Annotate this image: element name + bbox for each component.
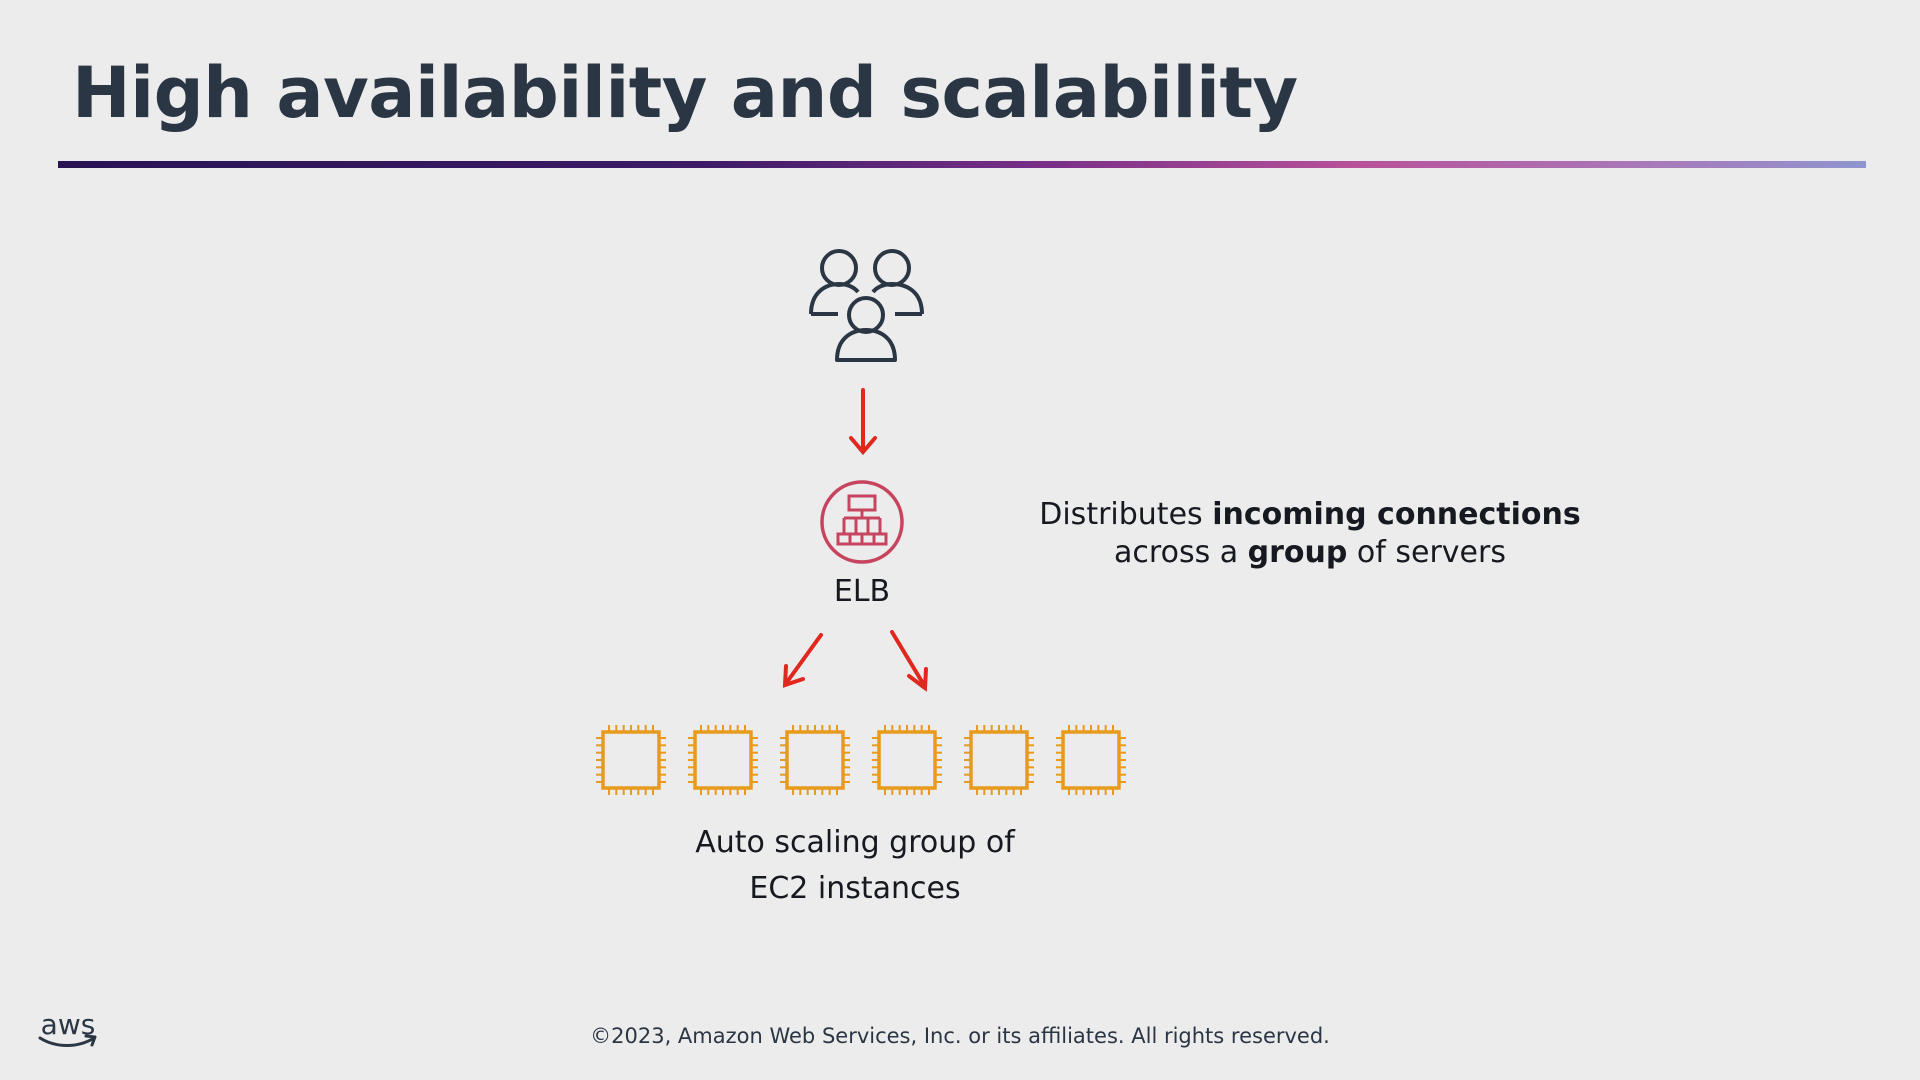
aws-smile-icon [38,1034,97,1047]
ec2-instances-row [596,725,1126,795]
auto-scaling-group-label: Auto scaling group of EC2 instances [630,820,1080,912]
arrow-elb-to-instances-right [890,630,928,692]
title-underline-gradient [58,161,1866,168]
load-balancer-icon [820,480,904,564]
elb-description: Distributes incoming connections across … [1000,496,1620,572]
arrow-elb-to-instances-left [782,633,823,688]
desc-bold-incoming-connections: incoming connections [1212,497,1581,532]
aws-logo: aws [36,1010,100,1054]
users-group-icon [809,249,924,362]
asg-label-line2: EC2 instances [749,871,961,906]
slide-title: High availability and scalability [72,52,1298,134]
asg-label-line1: Auto scaling group of [695,825,1015,860]
ec2-instance-chip-icon [596,725,666,795]
copyright-footer: ©2023, Amazon Web Services, Inc. or its … [590,1024,1330,1048]
ec2-instance-chip-icon [1056,725,1126,795]
desc-part2: across a [1114,535,1248,570]
ec2-instance-chip-icon [964,725,1034,795]
aws-logo-text: aws [40,1008,96,1041]
ec2-instance-chip-icon [872,725,942,795]
arrow-users-to-elb [849,388,877,456]
desc-bold-group: group [1247,535,1348,570]
elb-label: ELB [833,574,891,609]
desc-part1: Distributes [1039,497,1213,532]
ec2-instance-chip-icon [688,725,758,795]
desc-part3: of servers [1347,535,1506,570]
ec2-instance-chip-icon [780,725,850,795]
